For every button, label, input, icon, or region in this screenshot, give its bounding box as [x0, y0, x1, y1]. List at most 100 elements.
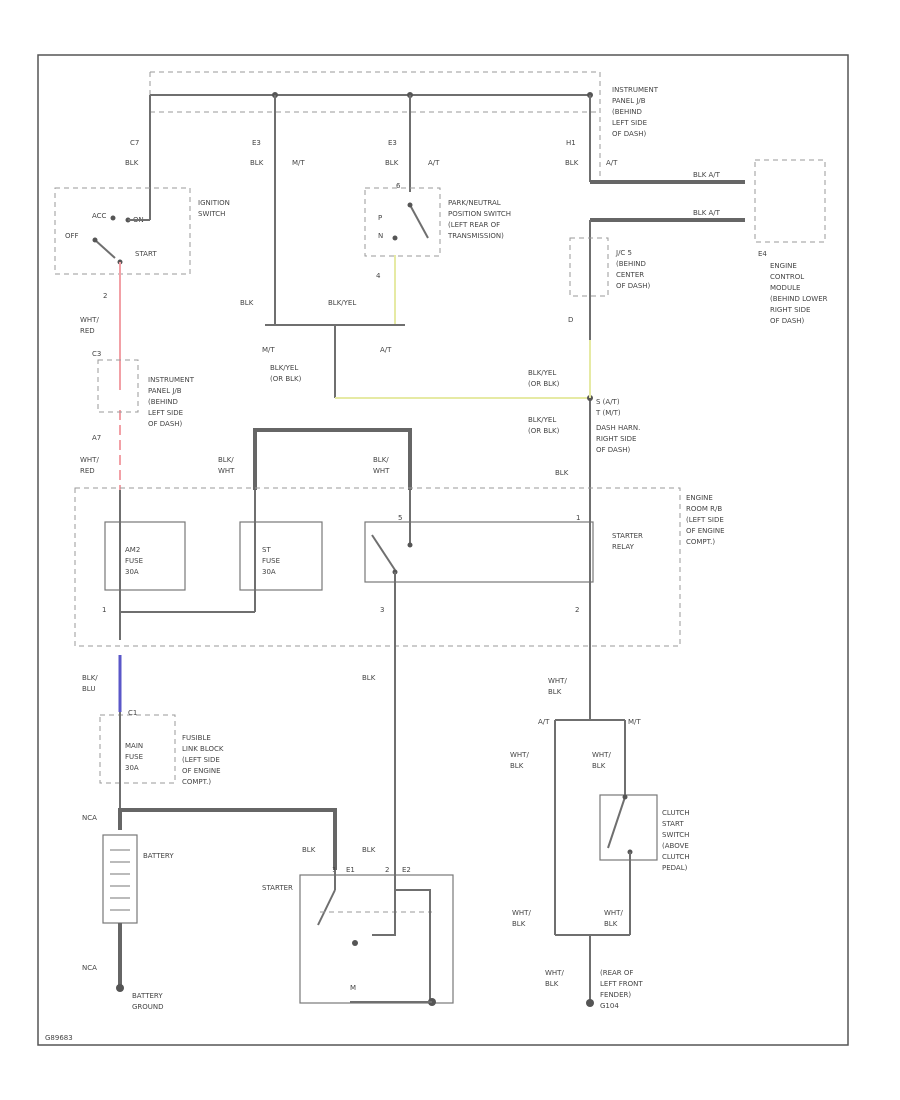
connector-label: E2 — [402, 866, 411, 874]
connector-label: C7 — [130, 139, 139, 147]
clutch-switch-contact — [607, 796, 626, 849]
fusible-link-label: FUSIBLE LINK BLOCK (LEFT SIDE OF ENGINE … — [182, 734, 226, 786]
ground-location-label: (REAR OF LEFT FRONT FENDER) — [600, 969, 645, 999]
connector-label: C1 — [128, 709, 137, 717]
switch-position-label: ACC — [92, 212, 107, 220]
wire — [372, 890, 396, 936]
battery-label: BATTERY — [143, 852, 174, 860]
am2-fuse — [104, 521, 186, 591]
park-neutral-switch-outline — [364, 187, 441, 257]
wire-color-label: BLK — [565, 159, 579, 167]
dash-harness-label: DASH HARN. RIGHT SIDE OF DASH) — [596, 424, 643, 454]
wire-color-label: WHT/ BLK — [604, 909, 625, 928]
wire-variant-label: A/T — [428, 159, 440, 167]
wire-variant-label: M/T — [292, 159, 305, 167]
ignition-switch-label: IGNITION SWITCH — [198, 199, 232, 218]
switch-position-label: P — [378, 214, 382, 222]
wire-variant-label: A/T — [538, 718, 550, 726]
connector-label: E4 — [758, 250, 767, 258]
wire-color-label: BLK/ WHT — [218, 456, 236, 475]
wire-color-label: BLK/YEL — [328, 299, 356, 307]
blk-wht-jumper — [253, 428, 412, 490]
pin-label: 6 — [396, 182, 401, 190]
wire-color-label: BLK A/T — [693, 171, 721, 179]
wire-color-label: BLK — [302, 846, 316, 854]
starter-relay-label: STARTER RELAY — [612, 532, 645, 551]
switch-position-label: N — [378, 232, 383, 240]
contact-dot — [352, 940, 358, 946]
contact-dot — [622, 794, 628, 800]
engine-room-relay-box-label: ENGINE ROOM R/B (LEFT SIDE OF ENGINE COM… — [686, 494, 727, 546]
clutch-start-switch-label: CLUTCH START SWITCH (ABOVE CLUTCH PEDAL) — [662, 809, 692, 872]
contact-dot — [407, 542, 413, 548]
pin-label: 3 — [380, 606, 384, 614]
ignition-switch-outline — [54, 187, 191, 275]
switch-position-label: OFF — [65, 232, 79, 240]
st-fuse-label: ST FUSE 30A — [262, 546, 282, 576]
pin-label: 2 — [385, 866, 389, 874]
pin-label: 1 — [576, 514, 580, 522]
wire-color-label: BLK — [362, 674, 376, 682]
ip-jb-top-label: INSTRUMENT PANEL J/B (BEHIND LEFT SIDE O… — [612, 86, 660, 138]
wire-color-label: BLK/ WHT — [373, 456, 391, 475]
wire-color-label: BLK/YEL (OR BLK) — [270, 364, 302, 383]
st-fuse — [239, 521, 323, 591]
wire-color-label: BLK — [385, 159, 399, 167]
ip-jb-left-outline — [97, 359, 139, 413]
contact-dot — [407, 202, 413, 208]
ip-jb-left-label: INSTRUMENT PANEL J/B (BEHIND LEFT SIDE O… — [148, 376, 196, 428]
am2-fuse-label: AM2 FUSE 30A — [125, 546, 145, 576]
contact-dot — [92, 237, 98, 243]
pin-label: 1 — [102, 606, 106, 614]
pin-label: 5 — [398, 514, 402, 522]
wire-color-label: NCA — [82, 814, 97, 822]
wire-variant-label: A/T — [606, 159, 618, 167]
ip-jb-top-outline — [149, 71, 601, 185]
wire-color-label: BLK — [240, 299, 254, 307]
engine-room-relay-box-outline — [74, 487, 681, 647]
pin-label: D — [568, 316, 573, 324]
jc5-label: J/C 5 (BEHIND CENTER OF DASH) — [615, 249, 651, 290]
ground-point — [116, 984, 124, 992]
wire-color-label: WHT/ RED — [80, 316, 101, 335]
jc5-outline — [569, 237, 609, 297]
starter-label: STARTER — [262, 884, 293, 892]
fusible-link-outline — [99, 714, 176, 784]
connector-label: E3 — [388, 139, 397, 147]
park-neutral-contact — [409, 204, 429, 239]
wire-color-label: BLK — [555, 469, 569, 477]
motor-label: M — [350, 984, 356, 992]
ground-id-label: G104 — [600, 1002, 619, 1010]
wire-variant-label: A/T — [380, 346, 392, 354]
wire-color-label: WHT/ BLK — [548, 677, 569, 696]
wire-variant-label: M/T — [262, 346, 275, 354]
pin-label: 2 — [103, 292, 107, 300]
ignition-switch-contact — [94, 239, 116, 259]
wire-color-label: BLK/YEL (OR BLK) — [528, 369, 560, 388]
wire-color-label: BLK — [125, 159, 139, 167]
connector-label: H1 — [566, 139, 576, 147]
contact-dot — [392, 235, 398, 241]
starter-contact — [317, 889, 336, 926]
pin-label: 2 — [575, 606, 579, 614]
connector-label: E3 — [252, 139, 261, 147]
wire-color-label: WHT/ BLK — [512, 909, 533, 928]
connector-label: E1 — [346, 866, 355, 874]
wire-variant-label: M/T — [628, 718, 641, 726]
ecm-outline — [754, 159, 826, 243]
wire-color-label: WHT/ BLK — [510, 751, 531, 770]
starter-relay-contact — [371, 534, 396, 571]
battery-positive-cable — [118, 808, 337, 870]
park-neutral-switch-label: PARK/NEUTRAL POSITION SWITCH (LEFT REAR … — [447, 199, 513, 240]
wire-color-label: WHT/ RED — [80, 456, 101, 475]
wire-color-label: WHT/ BLK — [545, 969, 566, 988]
wire-color-label: WHT/ BLK — [592, 751, 613, 770]
battery-ground-label: BATTERY GROUND — [132, 992, 165, 1011]
switch-position-label: START — [135, 250, 157, 258]
contact-dot — [110, 215, 116, 221]
wire — [394, 870, 431, 1002]
pin-label: 4 — [376, 272, 381, 280]
starter-relay-box — [364, 521, 594, 583]
wire-color-label: BLK — [250, 159, 264, 167]
